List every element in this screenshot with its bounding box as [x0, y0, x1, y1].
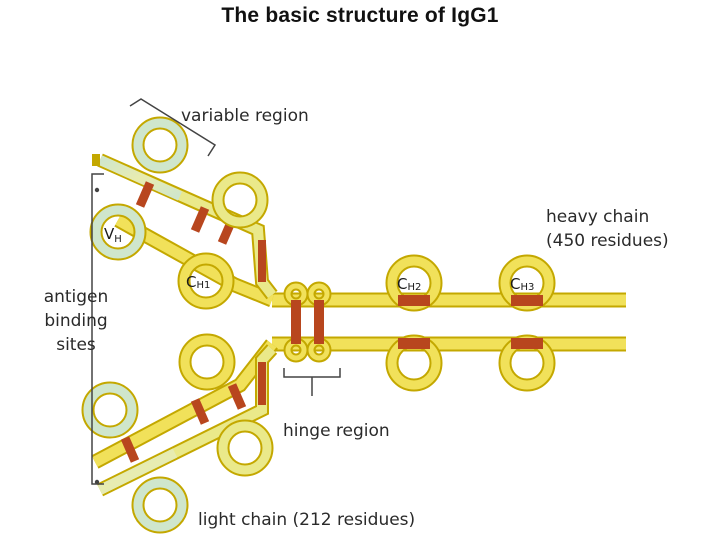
light-chain-label: light chain (212 residues)	[198, 510, 415, 530]
ch1-label: CH1	[186, 273, 210, 291]
ch3-lower-domain	[498, 334, 556, 392]
ch2-lower-domain	[385, 334, 443, 392]
ch2-domain	[385, 254, 443, 312]
hinge-region-label: hinge region	[283, 421, 390, 441]
ch1-domain	[177, 252, 235, 310]
hinge-bracket	[283, 368, 341, 378]
ch3-domain	[498, 254, 556, 312]
vh-label: VH	[104, 225, 122, 245]
heavy-chain-residues: (450 residues)	[546, 231, 669, 251]
antigen-binding-bracket	[91, 173, 104, 485]
hinge-disulfide-2	[314, 300, 324, 344]
antigen-label-1: antigen	[44, 287, 109, 307]
upper-fab-arm	[89, 116, 278, 310]
hinge	[283, 281, 332, 363]
heavy-chain-label: heavy chain	[546, 207, 649, 227]
fc-region	[272, 254, 626, 392]
lower-fab-arm	[81, 333, 278, 534]
vh-domain	[89, 203, 147, 261]
variable-region-label: variable region	[181, 106, 309, 126]
hinge-disulfide-1	[291, 300, 301, 344]
antigen-label-2: binding	[44, 311, 107, 331]
diagram-title: The basic structure of IgG1	[221, 4, 499, 27]
ch2-label: CH2	[397, 275, 421, 293]
ch3-label: CH3	[510, 275, 534, 293]
antigen-label-3: sites	[56, 335, 96, 355]
variable-region-bracket	[129, 98, 217, 157]
